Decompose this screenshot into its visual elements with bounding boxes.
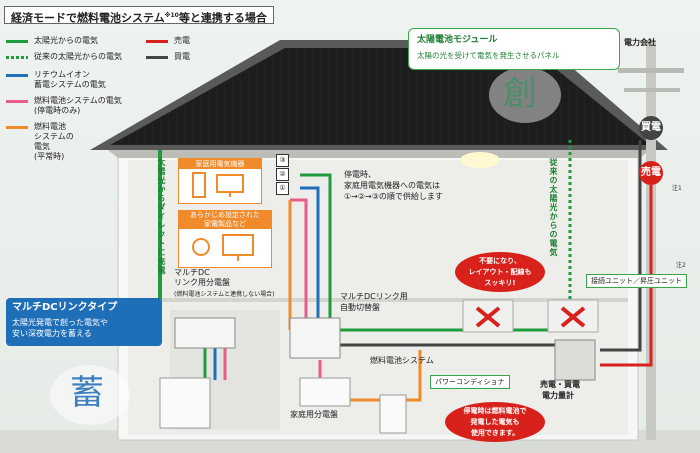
multi-dc-panel-label2: リンク用分電盤 <box>174 278 230 288</box>
solar-module-title: 太陽電池モジュール <box>417 35 497 45</box>
order-1-marker: ① <box>276 182 289 195</box>
power-company-label: 電力会社 <box>624 38 656 48</box>
outage-bubble-line3: 使用できます。 <box>445 428 545 439</box>
legend-label: 買電 <box>174 52 190 62</box>
unneeded-bubble: 不要になり、 レイアウト・配線も スッキリ! <box>455 252 545 292</box>
solar-direct-label: 太陽光からダイレクトに充電 <box>156 158 167 275</box>
legend-label: 従来の太陽光からの電気 <box>34 52 122 62</box>
connection-unit-tag: 接続ユニット／昇圧ユニット <box>586 274 687 288</box>
legend-item-fuel-cell-normal: 燃料電池 システムの 電気 (平常時) <box>6 122 116 164</box>
note-2: 注2 <box>676 260 686 269</box>
old-solar-label: 従来の太陽光からの電気 <box>548 158 559 257</box>
home-panel-label: 家庭用分電盤 <box>290 410 338 420</box>
preset-appliances-box: あらかじめ設定された 家電製品など <box>178 210 272 268</box>
buy-power-badge: 買電 <box>639 116 663 140</box>
multi-dc-type-callout: マルチDCリンクタイプ 太陽光発電で創った電気や 安い深夜電力を蓄える <box>6 298 162 346</box>
meter-box <box>555 340 595 380</box>
unneeded-line1: 不要になり、 <box>455 256 545 267</box>
legend-item-fuel-cell-outage: 燃料電池システムの電気 (停電時のみ) <box>6 96 156 118</box>
outage-bubble: 停電時は燃料電池で 発電した電気も 使用できます。 <box>445 402 545 442</box>
battery-unit <box>160 378 210 428</box>
multi-dc-type-desc1: 太陽光発電で創った電気や <box>12 318 108 328</box>
legend-item-battery: リチウムイオン 蓄電システムの電気 <box>6 70 156 92</box>
solar-module-callout: 太陽電池モジュール 太陽の光を受けて電気を発生させるパネル <box>408 28 620 70</box>
legend-item-buy: 買電 <box>146 52 216 64</box>
unneeded-line2: レイアウト・配線も <box>455 267 545 278</box>
home-appliances-box: 家庭用電気機器 <box>178 158 262 204</box>
legend-swatch <box>146 40 168 43</box>
legend-swatch <box>6 56 28 59</box>
appliances-icon <box>179 169 259 201</box>
legend-label: 燃料電池システムの電気 <box>34 96 122 106</box>
diagram-title: 経済モードで燃料電池システム※10等と連携する場合 <box>4 6 274 24</box>
legend-label: 燃料電池 <box>34 122 66 132</box>
home-appliances-head: 家庭用電気機器 <box>179 159 261 169</box>
unneeded-line3: スッキリ! <box>455 278 545 289</box>
store-character: 蓄 <box>70 375 104 411</box>
title-rest: 等と連携する場合 <box>179 12 267 25</box>
multi-dc-type-desc2: 安い深夜電力を蓄える <box>12 329 92 339</box>
preset-icon <box>179 229 269 265</box>
note-1: 注1 <box>672 183 682 192</box>
preset-head-2: 家電製品など <box>179 220 271 229</box>
outage-note-line3: ①→②→③の順で供給します <box>344 192 443 202</box>
order-2-marker: ② <box>276 168 289 181</box>
meter-label2: 電力量計 <box>542 391 574 401</box>
outage-bubble-line2: 発電した電気も <box>445 417 545 428</box>
create-character: 創 <box>503 76 537 112</box>
title-main: 経済モードで燃料電池システム <box>11 12 165 25</box>
meter-label1: 売電・買電 <box>540 380 580 390</box>
outage-note-line2: 家庭用電気機器への電気は <box>344 181 440 191</box>
multi-dc-panel-label3: (燃料電池システムと連携しない場合) <box>174 290 275 300</box>
legend-label-line4: (平常時) <box>34 152 64 162</box>
multi-dc-panel-label1: マルチDC <box>174 268 210 278</box>
legend-item-old-solar: 従来の太陽光からの電気 <box>6 52 156 64</box>
outage-note-line1: 停電時、 <box>344 170 376 180</box>
home-panel <box>300 378 350 406</box>
legend-label-line3: 電気 <box>34 142 50 152</box>
auto-switch-label2: 自動切替盤 <box>340 303 380 313</box>
legend-swatch <box>6 126 28 129</box>
legend-swatch <box>146 56 168 59</box>
outage-bubble-line1: 停電時は燃料電池で <box>445 406 545 417</box>
power-conditioner-tag: パワーコンディショナ <box>430 375 510 389</box>
order-3-marker: ③ <box>276 154 289 167</box>
fuel-cell-label: 燃料電池システム <box>370 356 434 366</box>
legend-label-line2: システムの <box>34 132 74 142</box>
legend-swatch <box>6 40 28 43</box>
solar-module-desc: 太陽の光を受けて電気を発生させるパネル <box>417 51 560 61</box>
legend-label-line2: (停電時のみ) <box>34 106 80 116</box>
multi-dc-panel <box>175 318 235 348</box>
auto-switch-label1: マルチDCリンク用 <box>340 292 408 302</box>
fuel-cell-unit <box>380 395 406 433</box>
legend-item-sell: 売電 <box>146 36 216 48</box>
multi-dc-type-title: マルチDCリンクタイプ <box>12 302 117 314</box>
preset-head-1: あらかじめ設定された <box>179 211 271 220</box>
legend-swatch <box>6 74 28 77</box>
legend-swatch <box>6 100 28 103</box>
legend-label: 売電 <box>174 36 190 46</box>
legend-label-line2: 蓄電システムの電気 <box>34 80 106 90</box>
auto-switch-panel <box>290 318 340 358</box>
legend-item-solar: 太陽光からの電気 <box>6 36 156 48</box>
title-footnote: ※10 <box>165 12 179 19</box>
legend-label: 太陽光からの電気 <box>34 36 98 46</box>
sell-power-badge: 売電 <box>639 161 663 185</box>
legend-label: リチウムイオン <box>34 70 90 80</box>
